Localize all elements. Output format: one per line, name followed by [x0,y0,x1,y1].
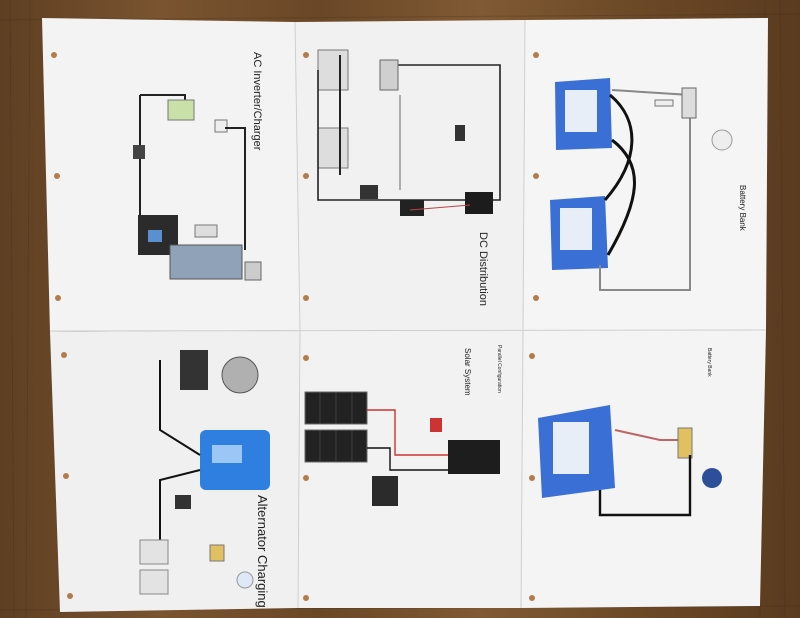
dc-distribution-diagram [317,49,501,216]
sheet-battery-bank-top [523,18,768,330]
ac-inverter-diagram [133,94,262,281]
alternator-title: Alternator Charging [255,495,270,608]
solar-title: Solar System [463,348,472,396]
paper-sheets [42,18,768,612]
alternator-diagram [139,350,270,595]
battery-bank-bottom-title: Battery Bank [706,348,712,377]
solar-subtitle: Parallel Configuration [496,345,502,393]
battery-bank-top-diagram [550,78,733,291]
sheet-alternator [50,330,300,612]
solar-diagram [304,391,500,506]
ac-inverter-title: AC Inverter/Charger [251,52,263,151]
battery-bank-top-title: Battery Bank [738,185,747,232]
binder-holes [51,52,539,601]
battery-bank-bottom-diagram [538,405,722,517]
sheet-battery-bank-bottom [521,330,766,608]
sheet-dc-distribution [295,20,525,330]
dc-distribution-title: DC Distribution [477,232,489,306]
